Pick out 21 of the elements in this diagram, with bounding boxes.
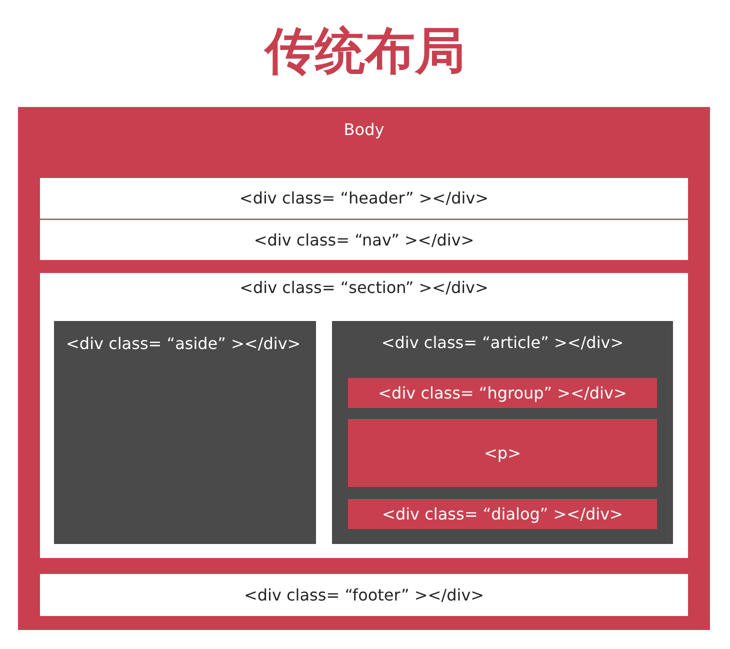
layout-box xyxy=(54,321,316,544)
layout-box xyxy=(348,499,657,529)
box-label: <div class= “section” ></div> xyxy=(240,278,488,297)
layout-box xyxy=(332,321,673,544)
box-label: <div class= “aside” ></div> xyxy=(66,334,301,353)
box-label: <div class= “dialog” ></div> xyxy=(382,504,623,524)
box-label: <div class= “header” ></div> xyxy=(239,188,489,208)
layout-box xyxy=(40,220,688,260)
box-label: <div class= “nav” ></div> xyxy=(254,230,474,250)
layout-box xyxy=(18,107,710,630)
box-label: Body xyxy=(344,120,384,139)
box-label: <div class= “article” ></div> xyxy=(381,333,624,352)
box-label: <div class= “footer” ></div> xyxy=(244,586,484,604)
box-label: <p> xyxy=(484,444,521,462)
layout-box xyxy=(40,273,688,558)
box-label: <div class= “hgroup” ></div> xyxy=(378,384,627,402)
title: 传统布局 xyxy=(265,22,465,80)
layout-box xyxy=(40,574,688,616)
layout-box xyxy=(348,378,657,408)
layout-box xyxy=(40,178,688,219)
layout-box xyxy=(348,419,657,487)
